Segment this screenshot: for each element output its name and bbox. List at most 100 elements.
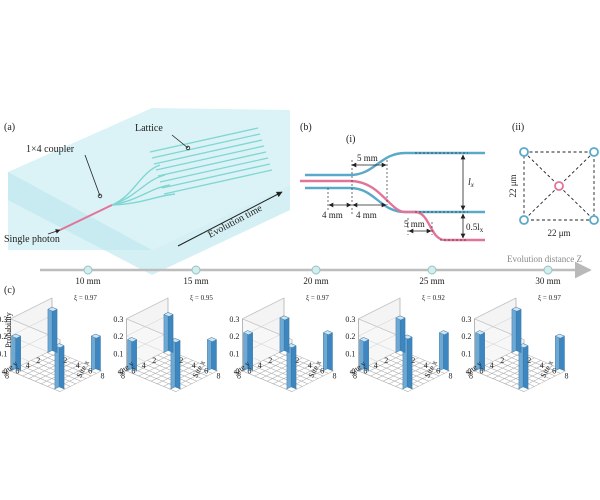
y-tick-label: 2 xyxy=(268,356,272,365)
panel-label-b-ii: (ii) xyxy=(512,122,524,133)
x-tick-label: 8 xyxy=(449,372,453,381)
z-tick-label: 0 xyxy=(467,367,471,376)
z-gridline xyxy=(125,297,177,340)
panel-label-a: (a) xyxy=(4,122,15,133)
z-tick-label: 0.3 xyxy=(0,315,7,324)
evolution-time-arrow xyxy=(177,191,283,247)
bar-front-face xyxy=(211,337,217,372)
x-tick-label: 6 xyxy=(204,366,208,375)
bar-top-face xyxy=(279,315,290,321)
y-tick-label: 4 xyxy=(26,361,30,370)
axis-marker-label: 20 mm xyxy=(303,276,328,286)
z-gridline xyxy=(473,297,525,340)
bar-front-face xyxy=(559,333,565,372)
x-tick-label: 6 xyxy=(552,366,556,375)
x-tick-label: 8 xyxy=(217,372,221,381)
probability-bar xyxy=(90,333,101,372)
coupler-label: 1×4 coupler xyxy=(26,144,75,155)
axis-marker-label: 30 mm xyxy=(535,276,560,286)
bar-front-face xyxy=(290,343,297,390)
probability-bar xyxy=(206,337,217,372)
probability-bar xyxy=(127,337,138,372)
probability-bar xyxy=(322,330,333,372)
bar-front-face xyxy=(283,315,290,353)
probability-bar xyxy=(279,315,290,353)
coupler-waveguides xyxy=(111,164,176,206)
y-tick-label: 8 xyxy=(237,372,241,381)
lattice-site-center xyxy=(554,181,564,191)
bar-front-face xyxy=(95,333,101,372)
evolution-axis-label: Evolution distance Z xyxy=(507,254,582,264)
z-tick-label: 0.2 xyxy=(0,332,7,341)
probability-bar xyxy=(511,306,522,353)
bar-side-face xyxy=(279,315,285,353)
dim-half-lx-label: 0.5lx xyxy=(466,222,484,234)
dim-5mm-bottom-label: 5 mm xyxy=(404,219,425,229)
y-tick-label: 6 xyxy=(247,366,251,375)
bar-side-face xyxy=(395,315,401,353)
lattice-label: Lattice xyxy=(135,123,163,134)
x-tick-label: 2 xyxy=(527,356,531,365)
z-tick-label: 0.1 xyxy=(461,349,471,358)
x-tick-label: 4 xyxy=(76,361,80,370)
panel-a: (a) Lattice 1×4 couple xyxy=(4,108,290,275)
bar-top-face xyxy=(438,330,449,335)
bar-side-face xyxy=(511,306,517,353)
bar-top-face xyxy=(243,330,254,335)
bar-front-face xyxy=(327,330,333,372)
z-gridline xyxy=(9,315,61,358)
bar-top-face xyxy=(163,312,174,317)
probability-bar xyxy=(438,330,449,372)
bar-top-face xyxy=(11,333,22,339)
bar-top-face xyxy=(475,330,486,335)
panel-label-c: (c) xyxy=(4,285,15,296)
bar-top-face xyxy=(127,337,138,342)
axis-marker-dot xyxy=(191,265,201,275)
lattice-site-bl xyxy=(519,215,529,225)
bar-side-face xyxy=(439,330,444,372)
z-gridline xyxy=(241,297,293,340)
panel-label-b: (b) xyxy=(300,122,312,133)
z-axis-label: Probability xyxy=(4,312,13,348)
z-tick-label: 0 xyxy=(3,367,7,376)
photon-beam xyxy=(59,204,113,231)
bar-side-face xyxy=(323,330,328,372)
coupler-leader xyxy=(84,154,101,197)
bar-front-face xyxy=(167,312,174,353)
bar-side-face xyxy=(163,312,169,353)
z-tick-label: 0.1 xyxy=(113,349,123,358)
z-gridline xyxy=(473,315,525,358)
bar-side-face xyxy=(555,333,560,372)
z-tick-label: 0.2 xyxy=(461,332,471,341)
bar-top-face xyxy=(395,315,406,321)
y-tick-label: 4 xyxy=(142,361,146,370)
z-tick-label: 0.2 xyxy=(345,332,355,341)
dimension-guides xyxy=(327,152,468,241)
axis-marker-dot xyxy=(83,265,93,275)
z-tick-label: 0.1 xyxy=(229,349,239,358)
coupler-leader-dot xyxy=(97,193,103,199)
lattice-leader xyxy=(171,134,189,149)
y-tick-label: 6 xyxy=(479,366,483,375)
fidelity-label: ξ = 0.97 xyxy=(74,294,97,302)
glass-chip-front xyxy=(8,172,290,275)
z-tick-label: 0.3 xyxy=(113,315,123,324)
axis-marker-dot xyxy=(543,265,553,275)
unit-cell-height-label: 22 μm xyxy=(508,174,518,197)
probability-bar xyxy=(359,337,370,372)
x-tick-label: 6 xyxy=(88,366,92,375)
fidelity-label: ξ = 0.92 xyxy=(422,294,445,302)
bar-front-face xyxy=(522,343,529,390)
z-gridline xyxy=(9,297,61,340)
x-tick-label: 8 xyxy=(565,372,569,381)
z-tick-label: 0.1 xyxy=(0,349,7,358)
y-tick-label: 8 xyxy=(5,372,9,381)
probability-bar xyxy=(11,333,22,372)
x-tick-label: 4 xyxy=(424,361,428,370)
z-tick-label: 0 xyxy=(351,367,355,376)
